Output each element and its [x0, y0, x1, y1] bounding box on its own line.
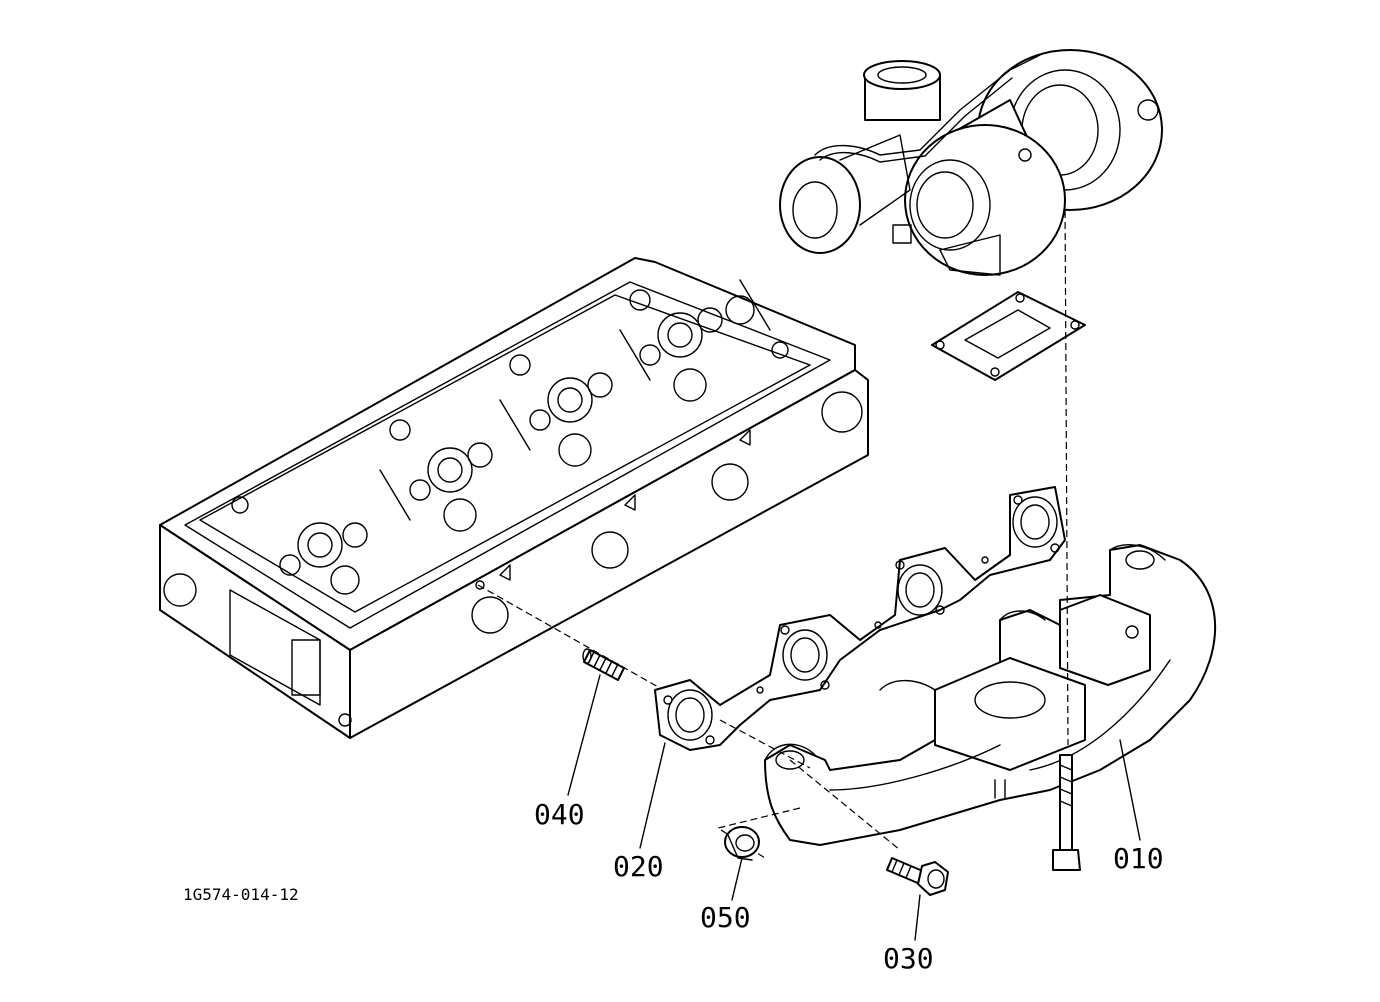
- turbo-gasket: [931, 291, 1086, 381]
- turbocharger: [779, 49, 1163, 276]
- long-bolt: [1052, 754, 1081, 871]
- manifold-gasket: [654, 486, 1066, 751]
- alignment-lines: [477, 199, 1069, 859]
- callout-030: 030: [883, 942, 934, 975]
- stud-bolt: [582, 648, 625, 681]
- cylinder-head: [159, 257, 869, 739]
- leader-lines: [567, 674, 1141, 941]
- exhaust-manifold: [764, 544, 1216, 846]
- callout-020: 020: [613, 850, 664, 883]
- callout-010: 010: [1113, 842, 1164, 875]
- drawing-code: 1G574-014-12: [183, 885, 299, 904]
- callout-050: 050: [700, 901, 751, 934]
- callout-040: 040: [534, 798, 585, 831]
- flange-nut: [724, 826, 760, 861]
- flange-bolt: [886, 857, 949, 896]
